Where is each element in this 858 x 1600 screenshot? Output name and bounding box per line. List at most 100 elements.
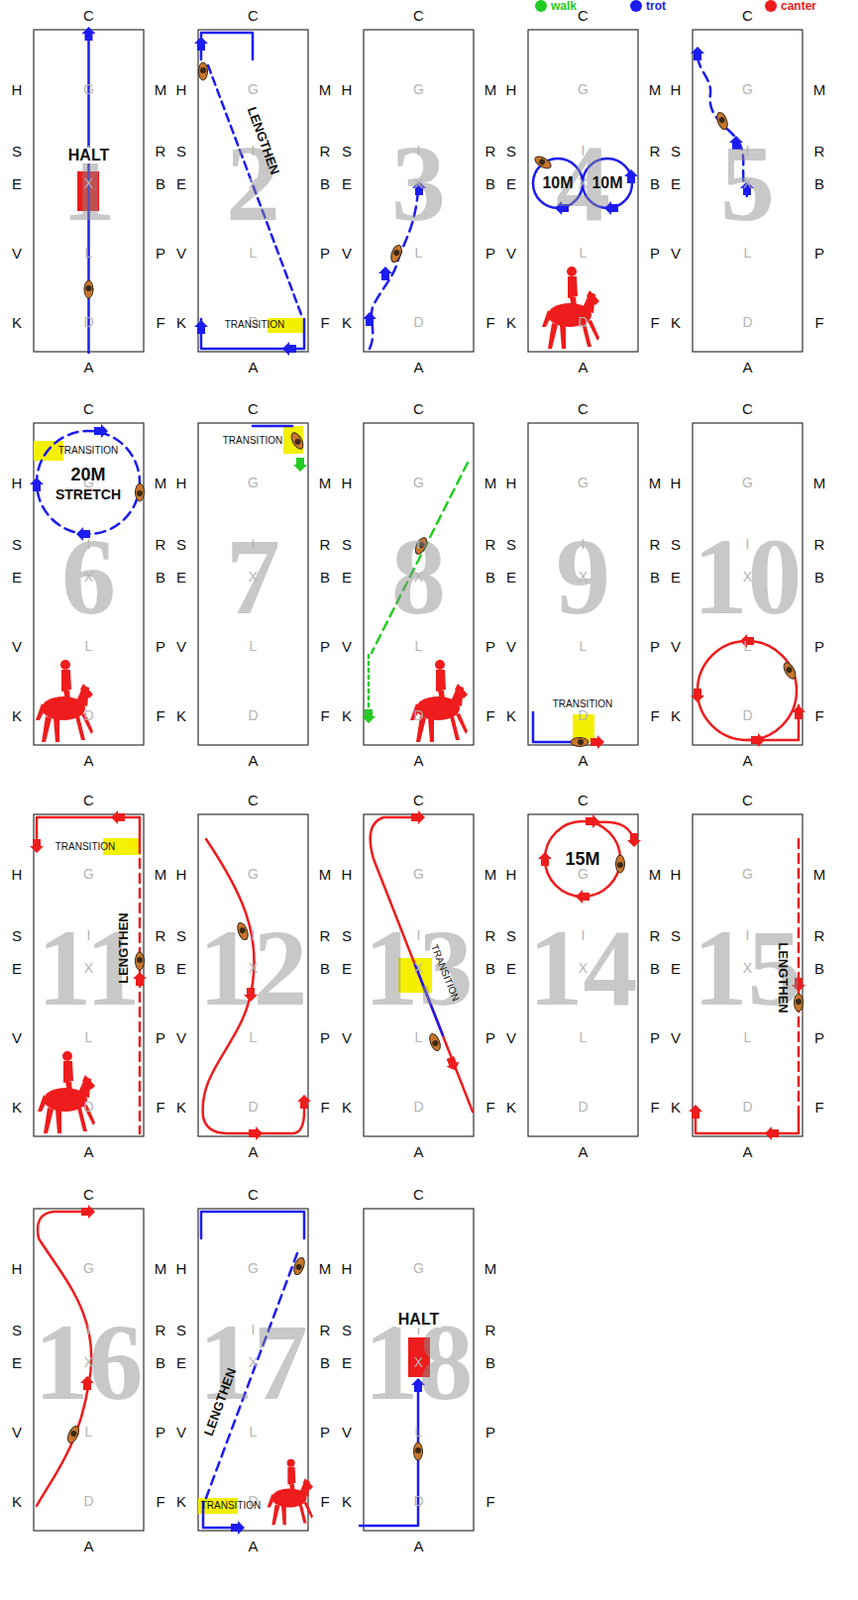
- arena-letter: P: [485, 1424, 496, 1440]
- arena-letter: K: [176, 708, 187, 724]
- arena-letter: S: [176, 143, 187, 159]
- arena-letter: P: [814, 245, 825, 261]
- centerline-letter: L: [744, 639, 752, 653]
- arena-letter: M: [484, 475, 498, 491]
- arena-letter: F: [320, 1494, 329, 1509]
- arena-letter: S: [11, 143, 22, 159]
- arena-letter: H: [341, 82, 353, 98]
- centerline-letter: L: [744, 245, 752, 260]
- arena-letter: K: [506, 315, 517, 330]
- arena-letter: V: [176, 639, 187, 654]
- arena-outline: [198, 814, 309, 1137]
- arena-letter: M: [813, 82, 827, 98]
- arena-outline: [692, 29, 803, 352]
- arena-letter: F: [649, 315, 659, 330]
- transition-label: TRANSITION: [222, 435, 284, 446]
- transition-label: TRANSITION: [58, 445, 119, 456]
- arena-letter: A: [742, 752, 752, 768]
- centerline-letter: X: [248, 176, 258, 191]
- centerline-letter: G: [742, 866, 753, 881]
- arena-letter: H: [176, 866, 188, 882]
- arena-letter: B: [155, 1355, 166, 1371]
- arena-letter: B: [485, 961, 496, 976]
- arena-letter: K: [11, 708, 22, 724]
- arena-letter: P: [155, 1030, 166, 1046]
- centerline-letter: D: [577, 315, 588, 329]
- centerline-letter: L: [249, 1424, 258, 1439]
- arena-letter: V: [506, 245, 517, 261]
- centerline-letter: L: [579, 245, 588, 260]
- centerline-letter: L: [415, 245, 424, 260]
- arena-letter: P: [485, 1030, 496, 1046]
- arena-letter: C: [413, 7, 425, 23]
- arena-letter: M: [484, 1261, 498, 1277]
- arena-letter: H: [670, 475, 682, 491]
- centerline-letter: I: [581, 928, 586, 943]
- centerline-letter: L: [249, 639, 258, 653]
- arena-letter: M: [154, 866, 168, 882]
- centerline-letter: X: [414, 961, 424, 975]
- arena-letter: H: [176, 82, 188, 98]
- arena-letter: A: [83, 1144, 94, 1160]
- arena-letter: C: [742, 792, 753, 808]
- arena-outline: [33, 814, 144, 1137]
- arena-letter: K: [341, 315, 352, 330]
- arena-letter: V: [341, 639, 352, 654]
- arena-letter: F: [320, 1099, 329, 1115]
- centerline-letter: G: [83, 1261, 95, 1276]
- arena-letter: A: [742, 359, 752, 375]
- arena-letter: P: [320, 1424, 330, 1440]
- arena-letter: H: [506, 475, 518, 491]
- arena-letter: A: [83, 359, 94, 375]
- centerline-letter: X: [84, 176, 94, 191]
- arena-letter: B: [320, 176, 330, 192]
- centerline-letter: I: [581, 143, 586, 158]
- centerline-letter: G: [413, 1261, 425, 1276]
- centerline-letter: L: [249, 1030, 258, 1045]
- arena-letter: P: [485, 639, 496, 654]
- centerline-letter: X: [248, 1355, 258, 1370]
- centerline-letter: G: [247, 866, 259, 881]
- centerline-letter: D: [577, 708, 588, 723]
- arena-letter: E: [341, 569, 352, 585]
- centerline-letter: D: [742, 1099, 752, 1114]
- centerline-letter: X: [414, 1355, 424, 1370]
- centerline-letter: X: [743, 961, 752, 975]
- centerline-letter: D: [83, 315, 94, 329]
- arena-letter: R: [155, 143, 167, 159]
- arena-letter: P: [155, 639, 166, 654]
- arena-letter: R: [814, 928, 826, 944]
- centerline-letter: G: [577, 82, 589, 97]
- arena-letter: R: [155, 536, 167, 552]
- centerline-letter: D: [83, 1099, 94, 1114]
- lengthen-label: LENGTHEN: [776, 942, 790, 1014]
- arena-letter: V: [176, 1424, 187, 1440]
- centerline-letter: G: [742, 82, 753, 97]
- stretch-label: STRETCH: [55, 487, 121, 502]
- arena-letter: H: [11, 82, 23, 98]
- arena-letter: E: [341, 1355, 352, 1371]
- legend-swatch: [630, 0, 643, 12]
- centerline-letter: X: [84, 961, 94, 975]
- arena-letter: R: [320, 143, 331, 159]
- arena-outline: [198, 423, 309, 746]
- arena-letter: S: [176, 928, 187, 944]
- arena-letter: A: [83, 752, 94, 768]
- arena-letter: H: [506, 82, 518, 98]
- centerline-letter: D: [83, 1494, 94, 1508]
- arena-letter: A: [413, 359, 424, 375]
- arena-letter: C: [247, 401, 259, 417]
- arena-letter: V: [670, 1030, 681, 1046]
- arena-letter: K: [506, 708, 517, 724]
- arena-letter: E: [176, 961, 187, 976]
- arena-letter: K: [670, 315, 681, 330]
- arena-letter: C: [83, 7, 95, 23]
- arena-letter: C: [83, 792, 95, 808]
- arena-letter: P: [649, 245, 660, 261]
- arena-letter: V: [341, 1030, 352, 1046]
- arena-letter: R: [485, 143, 497, 159]
- centerline-letter: G: [413, 82, 425, 97]
- arena-letter: E: [11, 961, 22, 976]
- circle-size: 10M: [541, 175, 573, 192]
- arena-letter: R: [485, 1322, 497, 1338]
